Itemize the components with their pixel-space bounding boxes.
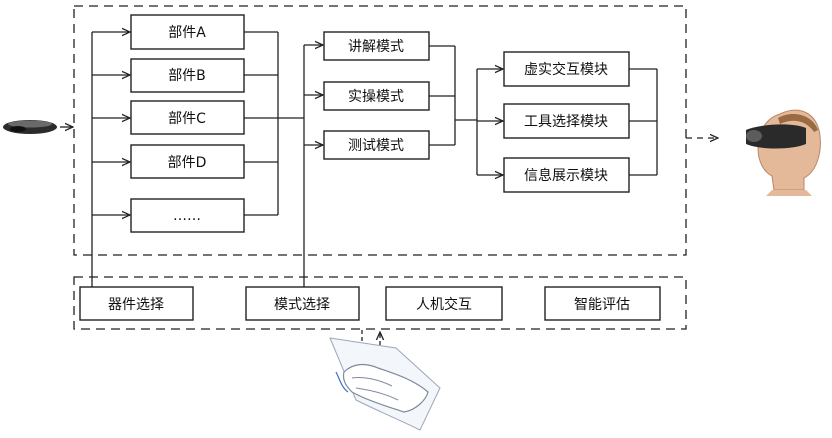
hand-gesture-icon bbox=[329, 337, 441, 431]
component-merge-lines bbox=[244, 31, 304, 216]
function-box-mode-selection: 模式选择 bbox=[245, 286, 360, 321]
module-box-virtual-interaction: 虚实交互模块 bbox=[503, 51, 630, 87]
component-box-more: …… bbox=[130, 198, 245, 233]
component-label-more: …… bbox=[173, 208, 201, 224]
function-label-mode-selection: 模式选择 bbox=[274, 297, 330, 313]
module-label-info-display: 信息展示模块 bbox=[524, 167, 608, 184]
component-box-a: 部件A bbox=[130, 14, 245, 50]
module-label-virtual-interaction: 虚实交互模块 bbox=[524, 61, 608, 78]
function-box-smart-evaluation: 智能评估 bbox=[544, 286, 661, 321]
module-box-tool-selection: 工具选择模块 bbox=[503, 103, 630, 139]
function-label-human-interaction: 人机交互 bbox=[416, 296, 472, 313]
function-label-smart-evaluation: 智能评估 bbox=[574, 297, 630, 313]
module-merge-lines bbox=[629, 68, 658, 176]
component-label-d: 部件D bbox=[168, 155, 207, 171]
mode-merge-lines bbox=[429, 45, 477, 146]
module-box-info-display: 信息展示模块 bbox=[503, 157, 630, 193]
mode-box-practice: 实操模式 bbox=[323, 81, 430, 111]
module-label-tool-selection: 工具选择模块 bbox=[524, 114, 608, 130]
function-box-device-selection: 器件选择 bbox=[79, 286, 194, 321]
mode-label-lecture: 讲解模式 bbox=[348, 39, 404, 55]
mode-box-test: 测试模式 bbox=[323, 130, 430, 160]
mode-bus-lines bbox=[303, 45, 323, 290]
function-bar-frame bbox=[73, 276, 687, 330]
mode-box-lecture: 讲解模式 bbox=[323, 31, 430, 61]
component-box-d: 部件D bbox=[130, 144, 245, 179]
component-label-a: 部件A bbox=[168, 25, 206, 41]
module-bus-lines bbox=[476, 69, 503, 175]
mode-label-test: 测试模式 bbox=[348, 138, 404, 154]
component-label-b: 部件B bbox=[168, 68, 206, 84]
function-label-device-selection: 器件选择 bbox=[108, 297, 164, 313]
component-box-b: 部件B bbox=[130, 58, 245, 93]
headset-icon bbox=[3, 120, 57, 134]
component-label-c: 部件C bbox=[168, 111, 206, 127]
component-box-c: 部件C bbox=[130, 100, 245, 135]
mode-label-practice: 实操模式 bbox=[348, 89, 404, 105]
function-box-human-interaction: 人机交互 bbox=[385, 286, 503, 321]
component-arrows bbox=[92, 32, 130, 215]
main-system-frame bbox=[73, 5, 687, 256]
user-with-headset-icon bbox=[746, 109, 821, 196]
